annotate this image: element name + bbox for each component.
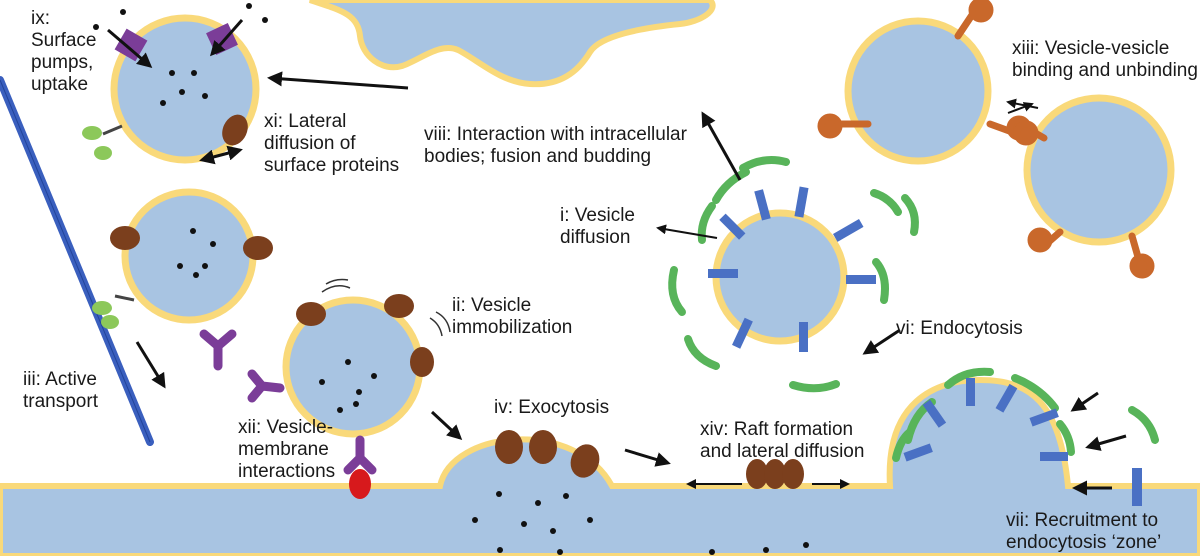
released-cargo	[472, 491, 809, 555]
label-xiv: xiv: Raft formation and lateral diffusio…	[700, 419, 865, 462]
label-xi: xi: Lateral diffusion of surface protein…	[264, 111, 400, 176]
receptor-ligand	[343, 435, 377, 499]
ligand-icon	[349, 469, 371, 499]
motor-protein	[92, 294, 135, 329]
label-iv: iv: Exocytosis	[494, 397, 610, 418]
label-ii: ii: Vesicle immobilization	[452, 295, 573, 338]
pump-vesicle	[82, 14, 260, 164]
extracellular-molecules	[93, 3, 268, 30]
intracellular-body	[309, 0, 716, 88]
clathrin-coat-icon	[668, 156, 919, 393]
process-arrows	[107, 19, 1127, 496]
free-receptor	[199, 329, 237, 371]
label-xii: xii: Vesicle- membrane interactions	[238, 417, 336, 482]
receptor-icon	[343, 435, 377, 475]
label-vi: vi: Endocytosis	[896, 318, 1023, 339]
tether-protein-icon	[817, 0, 1155, 279]
raft-proteins	[746, 459, 804, 489]
label-i: i: Vesicle diffusion	[560, 205, 635, 248]
label-vii: vii: Recruitment to endocytosis ‘zone’	[1006, 510, 1162, 553]
label-xiii: xiii: Vesicle-vesicle binding and unbind…	[1012, 38, 1198, 81]
endocytic-pit-coat	[892, 367, 1159, 506]
transported-vesicle	[110, 188, 273, 324]
tethered-vesicles	[817, 0, 1175, 279]
exocytosis-proteins	[495, 430, 600, 478]
label-ix: ix: Surface pumps, uptake	[31, 8, 97, 95]
label-viii: viii: Interaction with intracellular bod…	[424, 124, 687, 167]
immobilized-vesicle	[247, 278, 451, 438]
label-iii: iii: Active transport	[23, 369, 98, 412]
coated-vesicle	[668, 156, 919, 393]
